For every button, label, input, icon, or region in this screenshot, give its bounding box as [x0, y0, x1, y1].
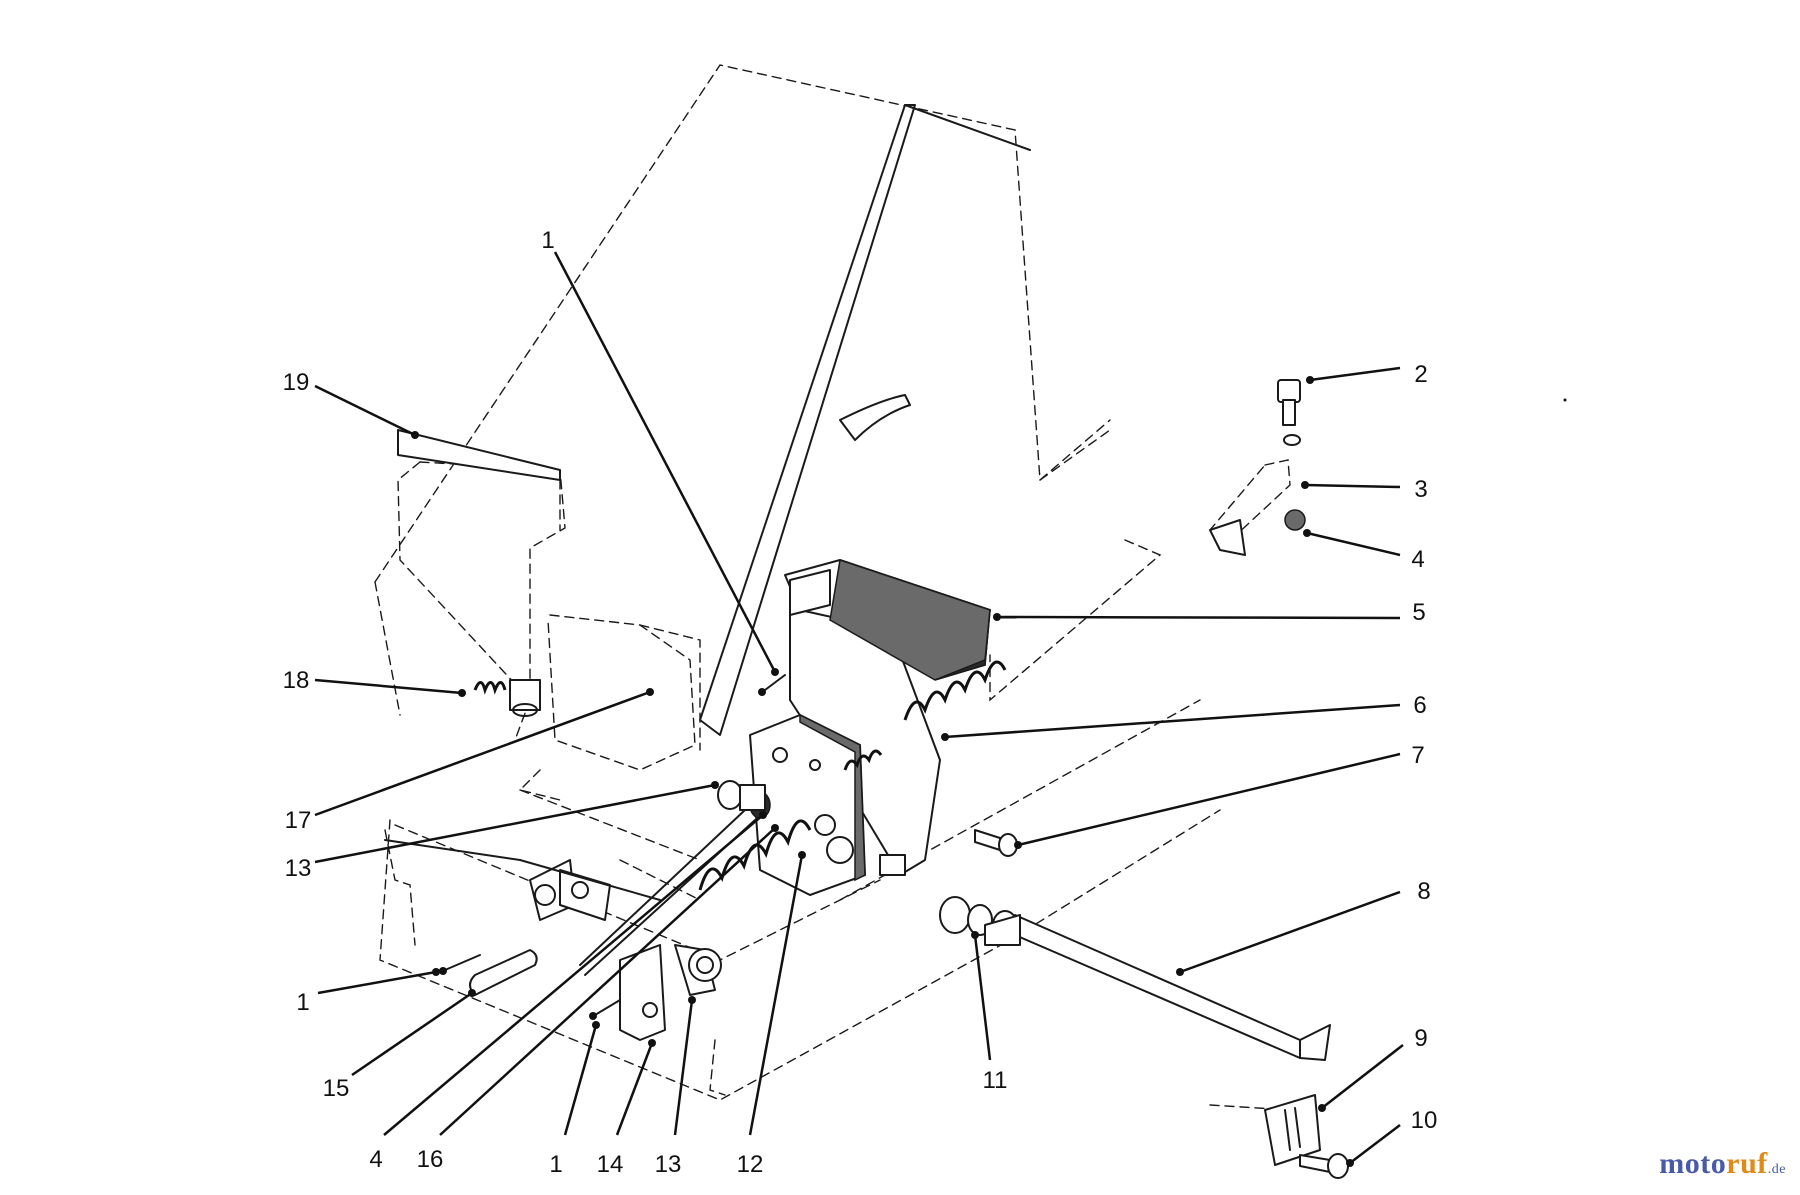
lower-pivot-bracket: [619, 944, 722, 1041]
callout-7: 7: [1411, 742, 1424, 769]
cotter-pin-1a: [758, 674, 786, 696]
callout-19: 19: [283, 369, 310, 396]
cotter-pin-1b: [439, 954, 481, 975]
callout-1-top: 1: [541, 227, 554, 254]
callout-17: 17: [285, 807, 312, 834]
callout-14: 14: [597, 1151, 624, 1178]
spring-upper-center: [843, 749, 883, 771]
bolt-2: [1277, 379, 1301, 446]
callout-13-upper: 13: [285, 855, 312, 882]
callout-leaders: [314, 251, 1404, 1167]
main-lever-arm: [699, 104, 1031, 876]
callout-1-lower: 1: [549, 1151, 562, 1178]
center-plate: [749, 713, 866, 896]
callout-labels: 1 19 18 17 13 1 15 4 16 1 14 13 12 11 2 …: [283, 227, 1438, 1178]
callout-11: 11: [983, 1067, 1008, 1094]
motoruf-watermark: motoruf.de: [1659, 1147, 1786, 1181]
callout-2: 2: [1414, 361, 1427, 388]
callout-15: 15: [323, 1075, 350, 1102]
callout-1-left: 1: [296, 989, 309, 1016]
cotter-pin-1c: [589, 999, 621, 1020]
watermark-part2: ruf: [1726, 1147, 1768, 1180]
callout-4-upper: 4: [1411, 546, 1424, 573]
lower-left-bracket: [384, 839, 661, 921]
spring-6: [903, 660, 1007, 721]
nut-4a: [1284, 509, 1306, 531]
watermark-part3: .de: [1767, 1162, 1786, 1177]
bracket-3: [1209, 459, 1291, 556]
callout-5: 5: [1412, 599, 1425, 626]
callout-10: 10: [1411, 1107, 1438, 1134]
bushing-13: [717, 780, 771, 819]
callout-13-lower: 13: [655, 1151, 682, 1178]
stray-dot: [1563, 398, 1567, 402]
control-rod: [984, 914, 1331, 1061]
callout-3: 3: [1414, 476, 1427, 503]
callout-18: 18: [283, 667, 310, 694]
spring-18: [473, 679, 541, 717]
callout-9: 9: [1414, 1025, 1427, 1052]
bolt-7: [974, 829, 1018, 857]
bolt-10: [1299, 1153, 1349, 1179]
callout-4-lower: 4: [369, 1146, 382, 1173]
clip-9: [1264, 1094, 1321, 1166]
side-bracket: [547, 614, 701, 771]
callout-8: 8: [1417, 878, 1430, 905]
pin-15: [469, 949, 538, 996]
callout-12: 12: [737, 1151, 764, 1178]
pedal: [784, 559, 991, 681]
callout-6: 6: [1413, 692, 1426, 719]
callout-16: 16: [417, 1146, 444, 1173]
watermark-part1: moto: [1659, 1147, 1727, 1180]
